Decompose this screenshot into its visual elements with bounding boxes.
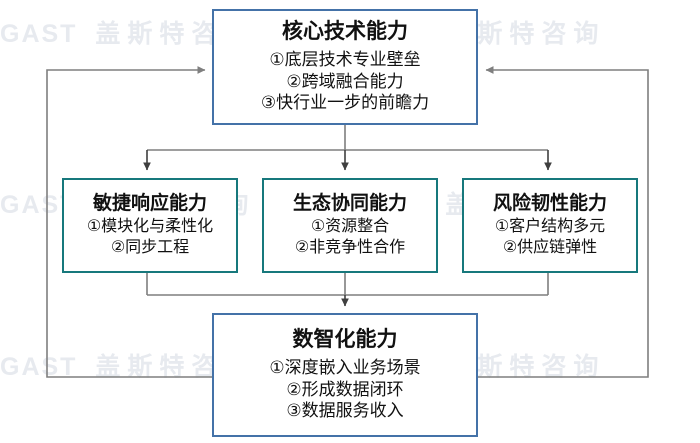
node-risk-resilience[interactable]: 风险韧性能力 ①客户结构多元 ②供应链弹性 [462,178,638,273]
node-title: 核心技术能力 [282,19,408,43]
node-agile-response[interactable]: 敏捷响应能力 ①模块化与柔性化 ②同步工程 [62,178,238,273]
node-ecosystem-synergy[interactable]: 生态协同能力 ①资源整合 ②非竞争性合作 [262,178,438,273]
node-item: ①深度嵌入业务场景 [269,357,421,377]
node-item-list: ①资源整合 ②非竞争性合作 [295,217,405,258]
node-item: ①底层技术专业壁垒 [269,49,421,69]
node-item: ②跨域融合能力 [286,71,404,91]
node-digital-intelligence[interactable]: 数智化能力 ①深度嵌入业务场景 ②形成数据闭环 ③数据服务收入 [212,313,478,437]
node-item-list: ①模块化与柔性化 ②同步工程 [87,217,213,258]
watermark-latin: GAST [0,20,78,48]
node-title: 数智化能力 [292,327,398,351]
node-item: ②供应链弹性 [502,238,598,256]
node-item: ②同步工程 [110,238,190,256]
node-item: ②形成数据闭环 [286,379,404,399]
node-item: ②非竞争性合作 [294,238,406,256]
watermark-latin: GAST [0,353,78,381]
node-core-technology[interactable]: 核心技术能力 ①底层技术专业壁垒 ②跨域融合能力 ③快行业一步的前瞻力 [212,9,478,125]
node-item: ③快行业一步的前瞻力 [260,93,430,113]
node-title: 风险韧性能力 [492,192,607,214]
node-title: 敏捷响应能力 [92,192,207,214]
node-item-list: ①客户结构多元 ②供应链弹性 [495,217,605,258]
node-item: ①客户结构多元 [494,218,606,236]
node-item: ①资源整合 [310,218,390,236]
node-item: ①模块化与柔性化 [86,218,214,236]
node-item: ③数据服务收入 [286,401,404,421]
node-item-list: ①深度嵌入业务场景 ②形成数据闭环 ③数据服务收入 [269,357,420,422]
node-title: 生态协同能力 [292,192,407,214]
node-item-list: ①底层技术专业壁垒 ②跨域融合能力 ③快行业一步的前瞻力 [261,49,429,114]
